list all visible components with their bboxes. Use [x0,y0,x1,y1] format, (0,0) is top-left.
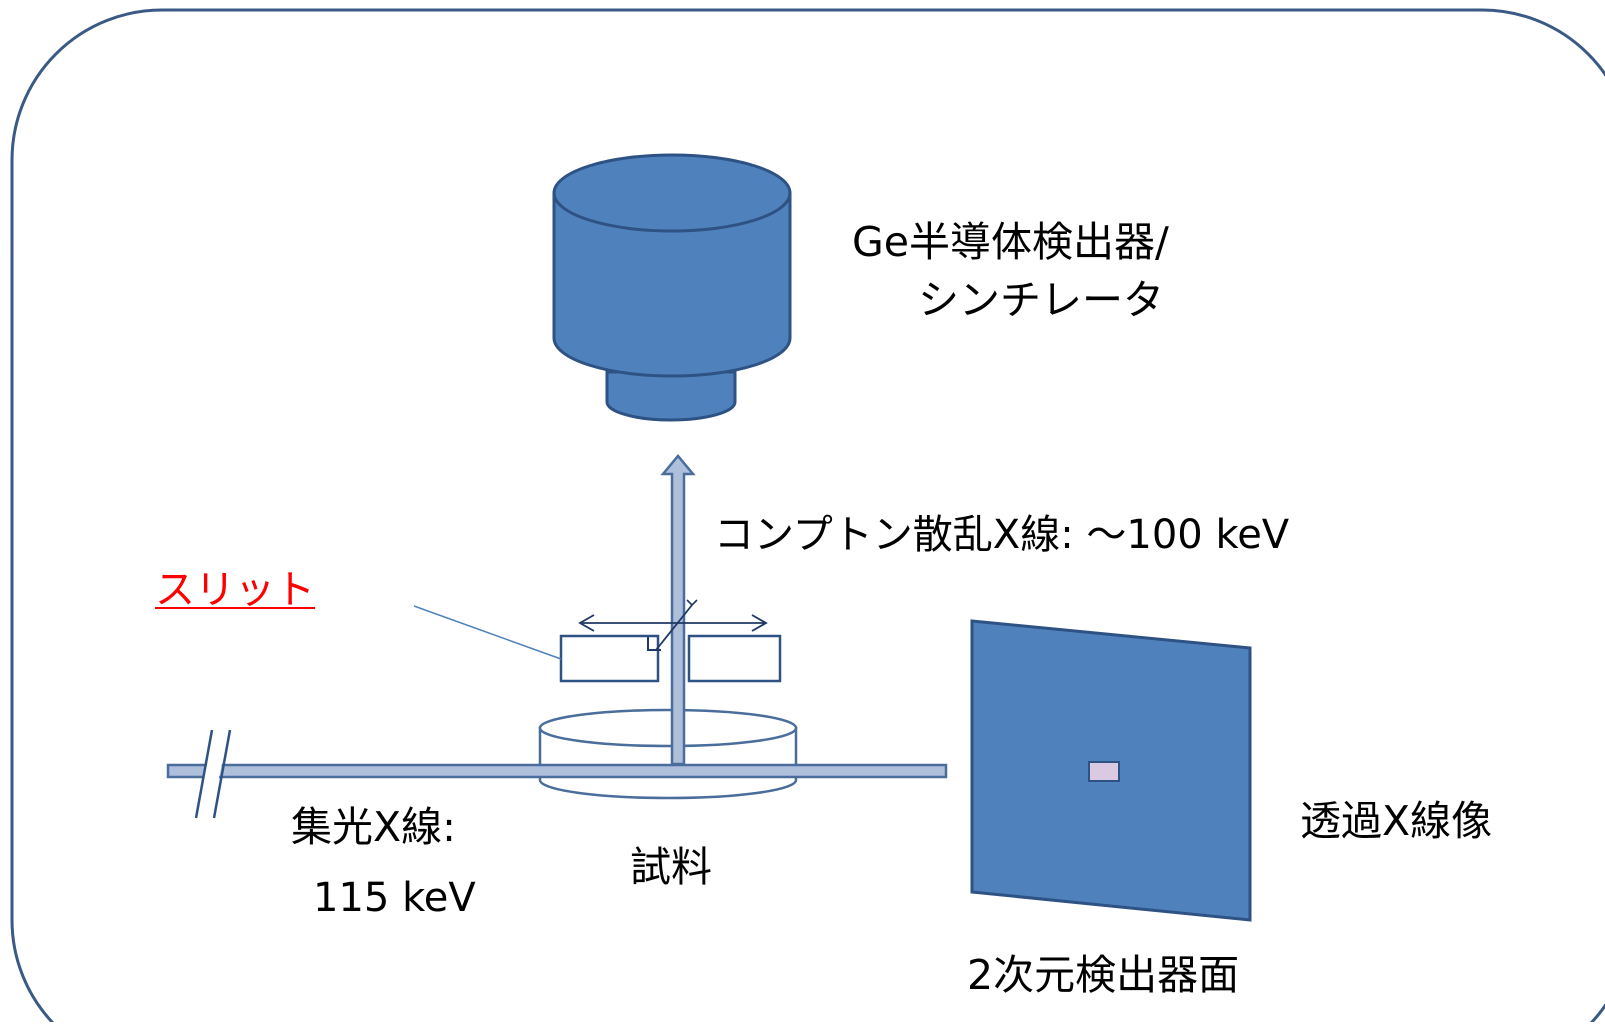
area-detector-label: 2次元検出器面 [967,951,1240,999]
compton-label: コンプトン散乱X線: ～100 keV [714,512,1290,558]
detector-label-line2: シンチレータ [918,276,1164,324]
transmission-label: 透過X線像 [1300,797,1493,845]
focused-xray-beam [166,729,948,821]
slit [559,599,782,683]
detector-label-line1: Ge半導体検出器/ [852,218,1169,266]
sample [538,708,798,800]
scintillator-detector [552,153,792,422]
slit-pointer-line [413,605,562,660]
slit-label: スリット [155,567,315,613]
area-detector [970,619,1252,922]
transmission-spot [1088,761,1120,782]
beam-label-line2: 115 keV [313,875,476,921]
beam-label-line1: 集光X線: [291,803,456,851]
sample-label: 試料 [630,843,712,891]
outer-frame [10,8,1605,1026]
compton-scattered-beam [660,454,696,766]
